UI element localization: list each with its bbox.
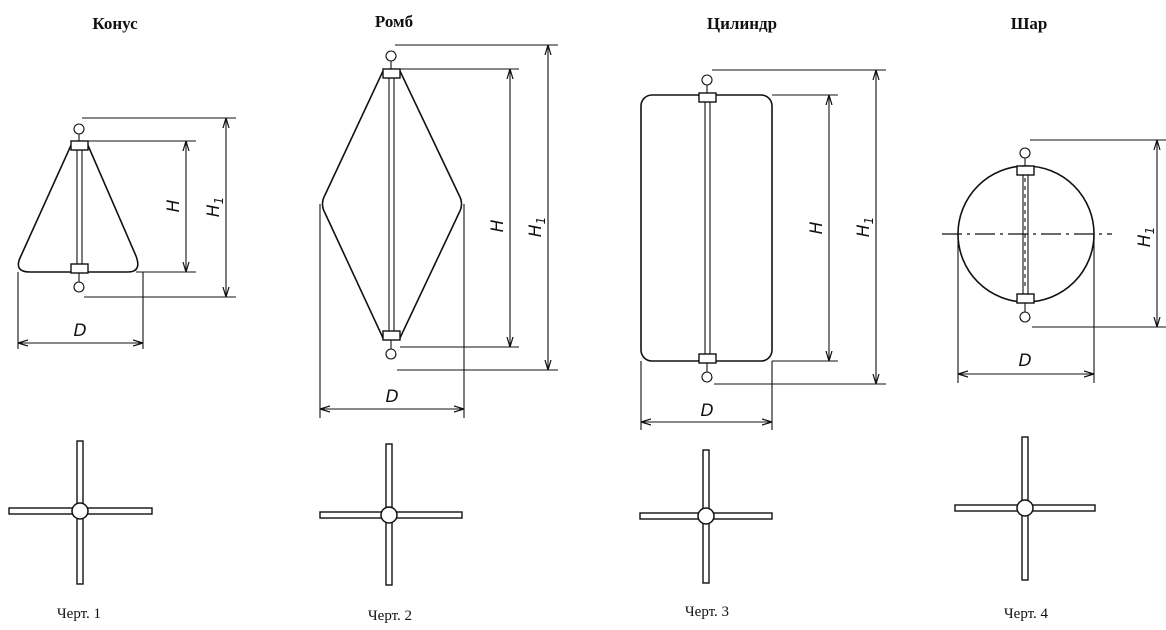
cylinder-figure: H H1 D: [640, 69, 886, 430]
figure-2-title: Ромб: [375, 12, 413, 31]
rhombus-outline: [321, 70, 463, 339]
cylinder-plan-view: [639, 449, 773, 584]
figure-1-caption: Черт. 1: [57, 606, 101, 622]
cylinder-diameter-label: D: [700, 401, 713, 421]
cone-height-label: H: [164, 199, 184, 212]
cone-figure: H H1 D: [17, 117, 236, 349]
rhombus-full-height-label: H: [526, 224, 546, 237]
svg-text:H1: H1: [854, 217, 876, 237]
cylinder-full-height-index: 1: [862, 217, 876, 225]
cone-outline: [17, 142, 139, 273]
figure-3-title: Цилиндр: [707, 14, 777, 33]
rhombus-plan-view: [319, 443, 463, 586]
svg-text:H1: H1: [1135, 227, 1157, 247]
rhombus-full-height-index: 1: [534, 217, 548, 225]
rhombus-figure: H H1 D: [319, 44, 558, 418]
sphere-diameter-label: D: [1018, 351, 1031, 371]
sphere-figure: H1 D: [942, 139, 1166, 383]
figure-2-caption: Черт. 2: [368, 608, 412, 624]
sphere-full-height-label: H: [1135, 234, 1155, 247]
rhombus-height-label: H: [488, 219, 508, 232]
figure-4-title: Шар: [1011, 14, 1048, 33]
cylinder-height-label: H: [807, 221, 827, 234]
cone-full-height-label: H: [204, 204, 224, 217]
figure-1-title: Конус: [92, 14, 138, 33]
cone-full-height-index: 1: [212, 197, 226, 205]
cylinder-full-height-label: H: [854, 224, 874, 237]
cone-diameter-label: D: [73, 321, 86, 341]
svg-text:H1: H1: [526, 217, 548, 237]
cylinder-outline: [640, 94, 773, 362]
figure-3-caption: Черт. 3: [685, 604, 729, 620]
figure-4-caption: Черт. 4: [1004, 606, 1049, 622]
sphere-plan-view: [954, 436, 1096, 581]
sphere-full-height-index: 1: [1143, 227, 1157, 235]
rhombus-diameter-label: D: [385, 387, 398, 407]
cone-plan-view: [8, 440, 153, 585]
svg-text:H1: H1: [204, 197, 226, 217]
